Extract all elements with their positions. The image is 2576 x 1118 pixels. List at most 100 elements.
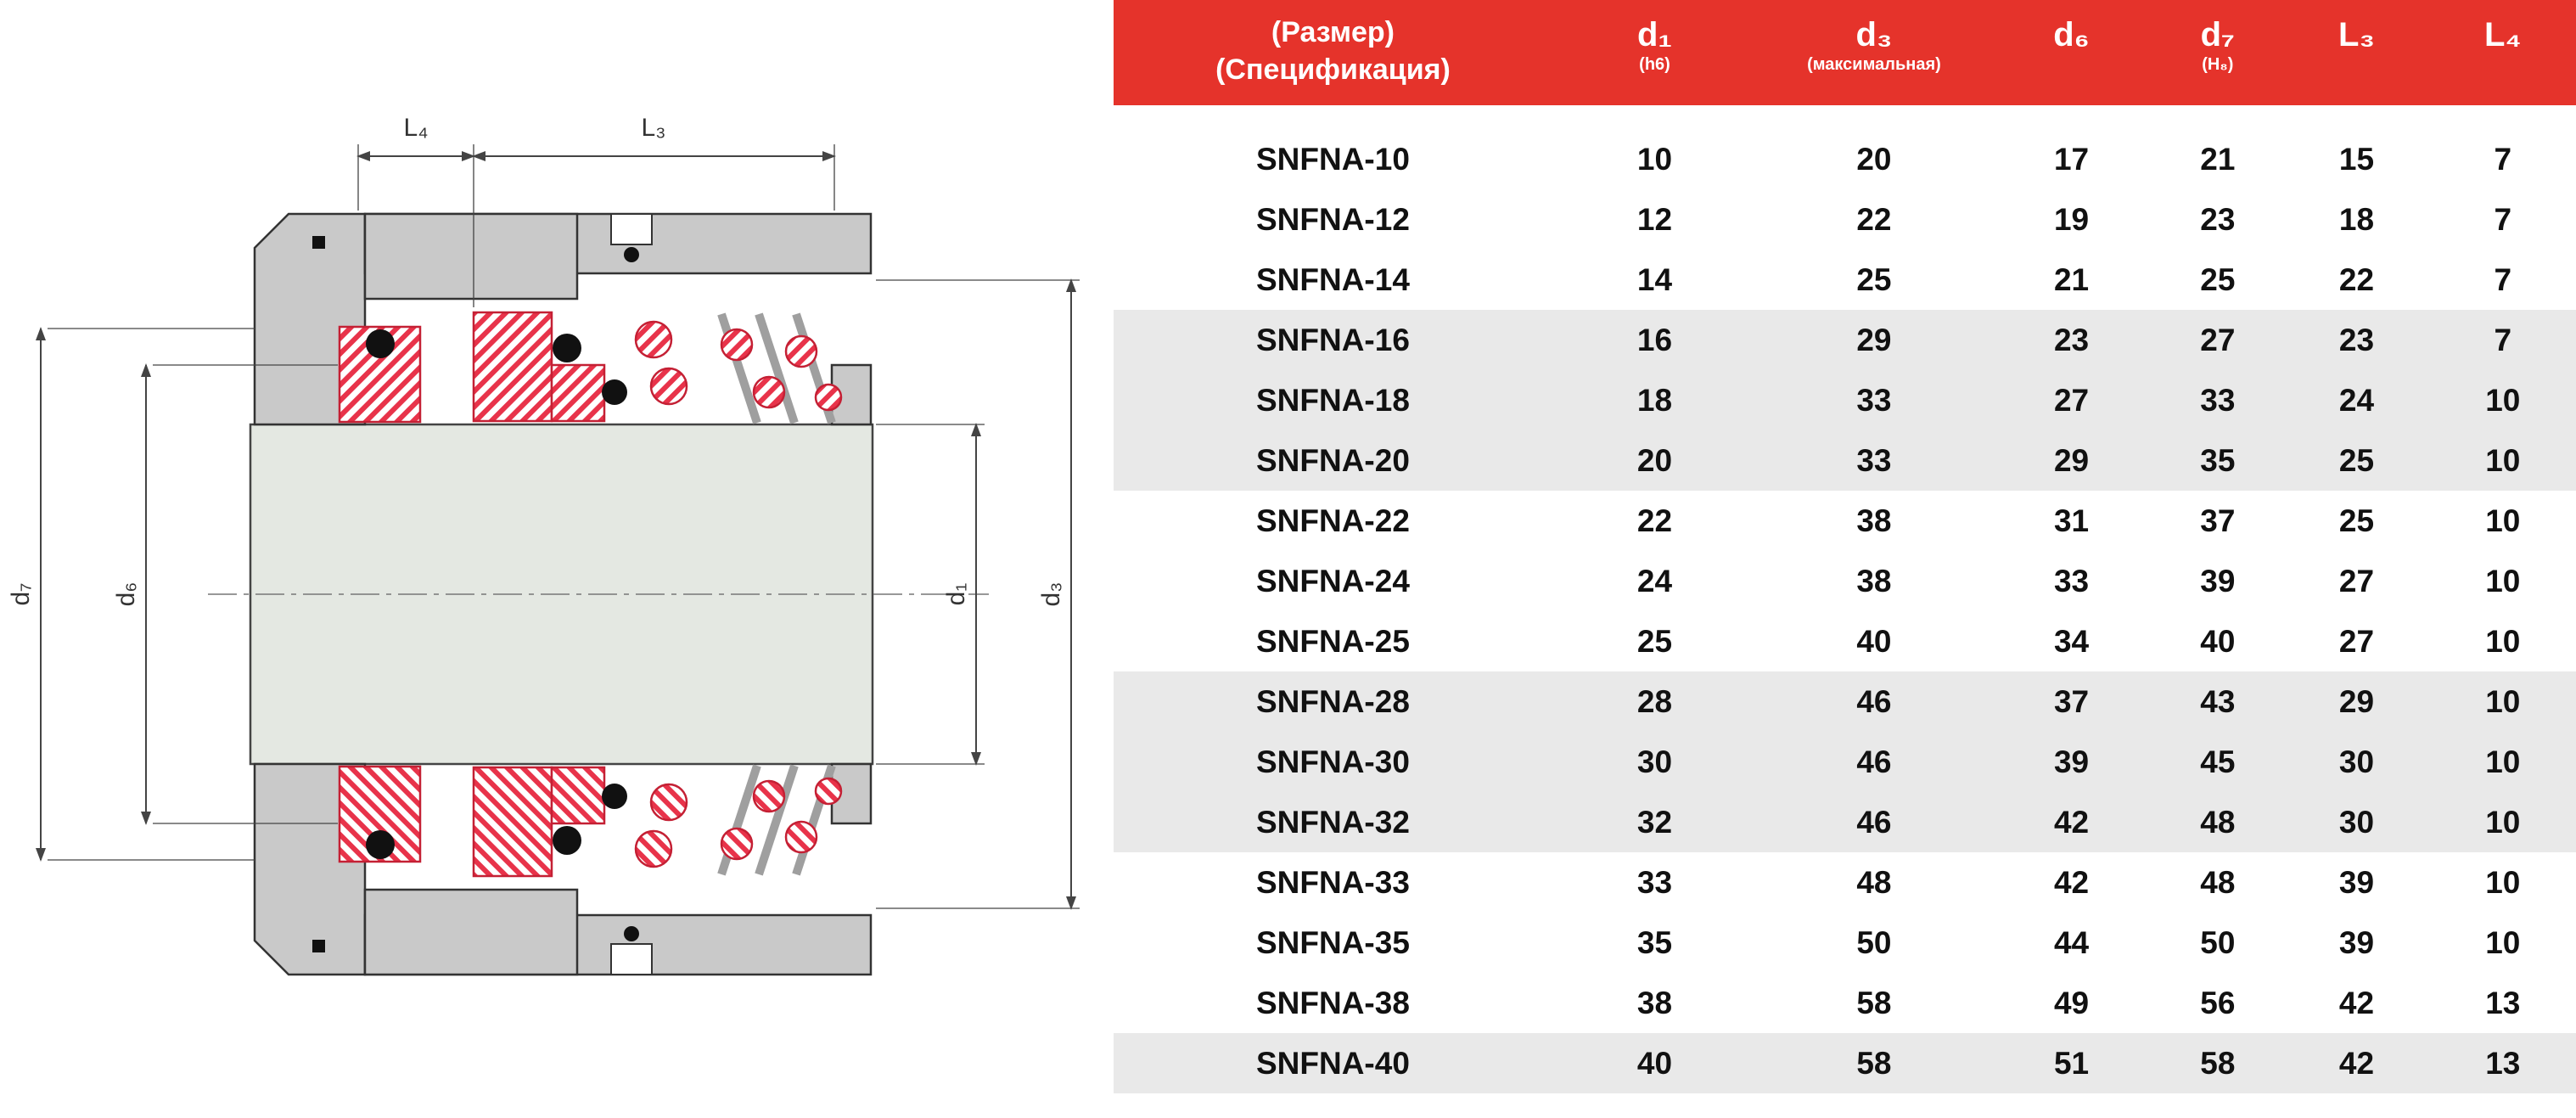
row-model: SNFNA-20 xyxy=(1255,442,1410,478)
row-value: 35 xyxy=(2200,442,2236,478)
row-model: SNFNA-24 xyxy=(1255,563,1410,598)
bellows-section xyxy=(634,320,673,359)
row-value: 18 xyxy=(1636,382,1673,418)
row-value: 50 xyxy=(1856,924,1892,960)
row-value: 48 xyxy=(1856,864,1892,900)
rotating-face xyxy=(472,311,553,423)
row-value: 38 xyxy=(1856,563,1892,598)
row-value: 30 xyxy=(2338,744,2375,779)
row-value: 20 xyxy=(1636,442,1673,478)
row-value: 33 xyxy=(2200,382,2236,418)
header-L3: L₃ xyxy=(2338,16,2375,53)
row-value: 49 xyxy=(2053,985,2090,1020)
row-model: SNFNA-12 xyxy=(1255,201,1410,237)
row-value: 39 xyxy=(2053,744,2090,779)
gland-flange xyxy=(253,212,367,426)
row-value: 16 xyxy=(1636,322,1673,357)
row-value: 25 xyxy=(2200,261,2236,297)
row-model: SNFNA-33 xyxy=(1255,864,1410,900)
row-value: 58 xyxy=(2200,1045,2236,1081)
row-value: 10 xyxy=(2485,744,2521,779)
row-value: 29 xyxy=(2053,442,2090,478)
row-value: 10 xyxy=(2485,563,2521,598)
row-value: 33 xyxy=(1856,442,1892,478)
row-value: 20 xyxy=(1856,141,1892,177)
label-d7: d₇ xyxy=(7,583,35,606)
row-model: SNFNA-32 xyxy=(1255,804,1410,840)
row-value: 23 xyxy=(2338,322,2375,357)
row-value: 32 xyxy=(1636,804,1673,840)
row-value: 25 xyxy=(2338,442,2375,478)
face-retainer xyxy=(550,363,606,423)
header-size-line1: (Размер) xyxy=(1271,16,1395,48)
row-value: 7 xyxy=(2494,322,2512,357)
header-d7: d₇ (H₈) xyxy=(2200,16,2236,74)
header-d1: d₁ (h6) xyxy=(1637,16,1672,74)
table-row: SNFNA-24 24 38 33 39 27 10 xyxy=(1114,551,2576,611)
o-ring xyxy=(366,329,395,358)
table-row: SNFNA-22 22 38 31 37 25 10 xyxy=(1114,491,2576,551)
row-value: 44 xyxy=(2053,924,2090,960)
header-size-spec: (Размер) (Спецификация) xyxy=(1114,0,1552,105)
dimension-lines xyxy=(36,144,1080,910)
spring-coil-section xyxy=(720,328,754,362)
row-value: 43 xyxy=(2200,683,2236,719)
bellows-section xyxy=(649,367,688,406)
row-value: 28 xyxy=(1636,683,1673,719)
set-screw xyxy=(624,247,639,262)
table-row: SNFNA-33 33 48 42 48 39 10 xyxy=(1114,852,2576,913)
row-value: 50 xyxy=(2200,924,2236,960)
table-row: SNFNA-30 30 46 39 45 30 10 xyxy=(1114,732,2576,792)
anti-rotation-pin xyxy=(312,236,325,249)
label-L3: L₃ xyxy=(642,114,666,142)
row-value: 48 xyxy=(2200,864,2236,900)
row-value: 40 xyxy=(1856,623,1892,659)
row-model: SNFNA-40 xyxy=(1255,1045,1410,1081)
row-value: 42 xyxy=(2338,1045,2375,1081)
row-value: 25 xyxy=(1636,623,1673,659)
row-value: 37 xyxy=(2053,683,2090,719)
row-model: SNFNA-18 xyxy=(1255,382,1410,418)
label-d6: d₆ xyxy=(112,582,140,607)
header-d6: d₆ xyxy=(2053,16,2090,53)
row-value: 42 xyxy=(2338,985,2375,1020)
row-value: 7 xyxy=(2494,141,2512,177)
row-value: 14 xyxy=(1636,261,1673,297)
seal-assembly-mirror xyxy=(255,764,871,975)
row-value: 48 xyxy=(2200,804,2236,840)
row-value: 23 xyxy=(2200,201,2236,237)
row-model: SNFNA-25 xyxy=(1255,623,1410,659)
row-value: 46 xyxy=(1856,744,1892,779)
row-value: 10 xyxy=(2485,382,2521,418)
spring-coil-section xyxy=(784,334,818,368)
row-value: 34 xyxy=(2053,623,2090,659)
row-value: 27 xyxy=(2338,563,2375,598)
row-value: 10 xyxy=(2485,683,2521,719)
row-value: 27 xyxy=(2200,322,2236,357)
row-value: 22 xyxy=(1856,201,1892,237)
seal-drawing-panel: L₄ L₃ d₇ d₆ d₁ d₃ xyxy=(0,0,1114,1118)
row-model: SNFNA-16 xyxy=(1255,322,1410,357)
row-value: 40 xyxy=(2200,623,2236,659)
row-value: 21 xyxy=(2053,261,2090,297)
table-row: SNFNA-12 12 22 19 23 18 7 xyxy=(1114,189,2576,250)
row-value: 27 xyxy=(2338,623,2375,659)
row-value: 58 xyxy=(1856,1045,1892,1081)
table-header: (Размер) (Спецификация) d₁ (h6) d₃ (макс… xyxy=(1114,0,2576,105)
row-value: 18 xyxy=(2338,201,2375,237)
row-model: SNFNA-14 xyxy=(1255,261,1410,297)
table-row: SNFNA-18 18 33 27 33 24 10 xyxy=(1114,370,2576,430)
row-value: 22 xyxy=(2338,261,2375,297)
row-value: 33 xyxy=(1856,382,1892,418)
row-value: 45 xyxy=(2200,744,2236,779)
spring-coil-section xyxy=(752,375,786,409)
row-value: 25 xyxy=(1856,261,1892,297)
label-d1: d₁ xyxy=(942,583,970,606)
row-value: 27 xyxy=(2053,382,2090,418)
row-value: 10 xyxy=(2485,442,2521,478)
row-value: 10 xyxy=(1636,141,1673,177)
row-model: SNFNA-10 xyxy=(1255,141,1410,177)
row-value: 38 xyxy=(1636,985,1673,1020)
row-value: 22 xyxy=(1636,503,1673,538)
set-screw-slot xyxy=(610,213,653,245)
